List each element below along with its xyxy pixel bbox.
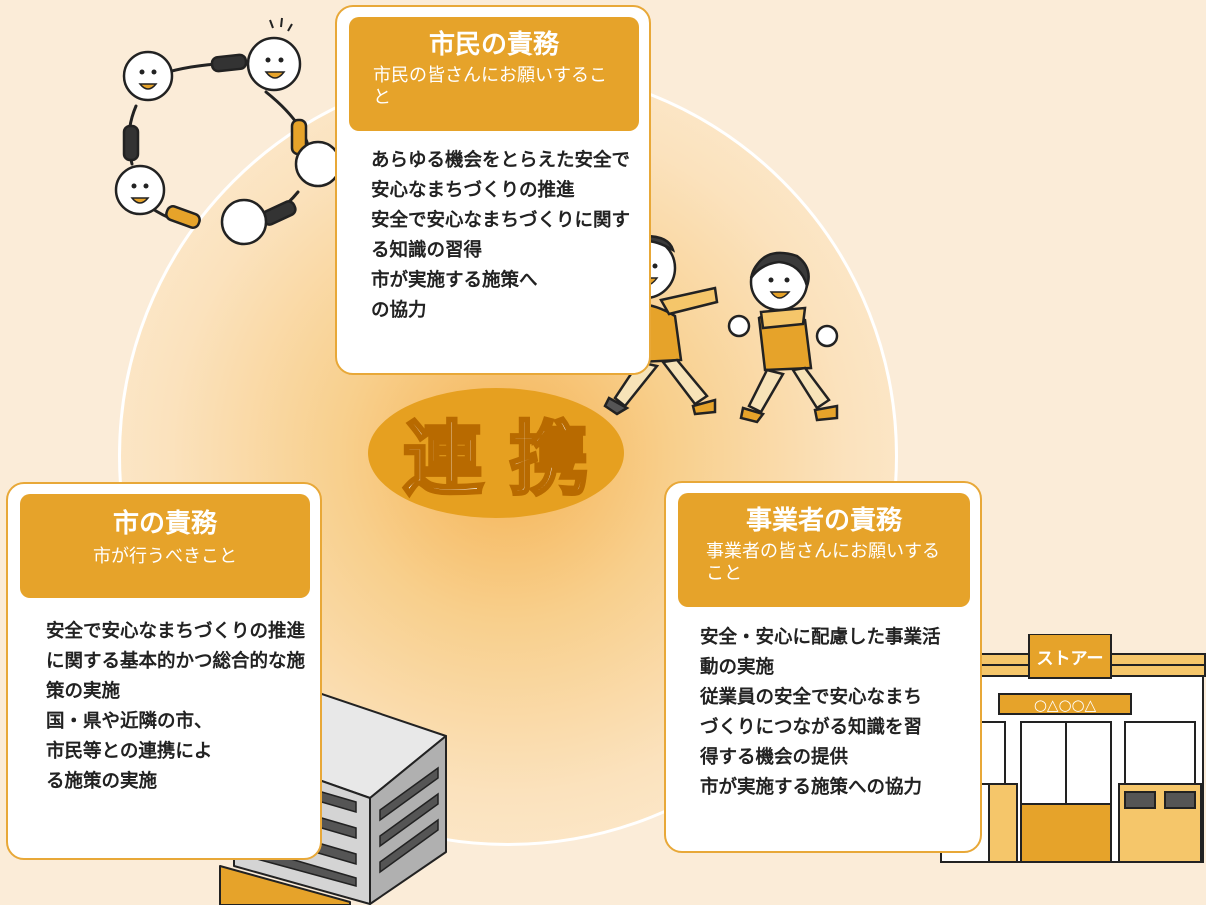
store-icon: ストアー ○△○○△ xyxy=(926,634,1206,863)
center-title: 連携 xyxy=(402,411,615,508)
city-duties-subtitle: 市が行うべきこと xyxy=(93,546,237,567)
store-name: ○△○○△ xyxy=(1034,696,1097,714)
list-item: 安全で安心なまちづくりに関する知識の習得 xyxy=(371,210,631,261)
city-duties-title: 市の責務 xyxy=(112,509,217,539)
city-duties-card: 市の責務 市が行うべきこと 安全で安心なまちづくりの推進に関する基本的かつ総合的… xyxy=(6,482,322,860)
list-item: 安全・安心に配慮した事業活動の実施 xyxy=(700,627,941,678)
center-oval xyxy=(368,388,624,518)
store-sign: ストアー xyxy=(1037,649,1104,669)
list-item: 市が実施する施策への協力 xyxy=(700,777,923,798)
citizen-duties-title: 市民の責務 xyxy=(428,30,559,60)
business-duties-header: 事業者の責務 事業者の皆さんにお願いすること xyxy=(678,493,970,607)
citizen-duties-card: 市民の責務 市民の皆さんにお願いすること あらゆる機会をとらえた安全で安心なまち… xyxy=(335,5,651,375)
business-duties-title: 事業者の責務 xyxy=(745,506,902,536)
list-item: 安全で安心なまちづくりの推進に関する基本的かつ総合的な施策の実施 xyxy=(46,621,306,702)
list-item: 国・県や近隣の市、市民等との連携による施策の実施 xyxy=(46,711,213,792)
citizen-duties-subtitle: 市民の皆さんにお願いすること xyxy=(373,65,607,108)
children-circle-icon xyxy=(114,17,342,246)
list-item: 従業員の安全で安心なまちづくりにつながる知識を習得する機会の提供 xyxy=(700,687,923,768)
business-duties-card: 事業者の責務 事業者の皆さんにお願いすること 安全・安心に配慮した事業活動の実施… xyxy=(664,481,982,853)
citizen-duties-list: あらゆる機会をとらえた安全で安心なまちづくりの推進 安全で安心なまちづくりに関す… xyxy=(371,146,647,326)
city-duties-header: 市の責務 市が行うべきこと xyxy=(20,494,310,598)
city-duties-list: 安全で安心なまちづくりの推進に関する基本的かつ総合的な施策の実施 国・県や近隣の… xyxy=(46,617,322,797)
business-duties-subtitle: 事業者の皆さんにお願いすること xyxy=(706,541,940,584)
business-duties-list: 安全・安心に配慮した事業活動の実施 従業員の安全で安心なまちづくりにつながる知識… xyxy=(700,623,980,803)
list-item: 市が実施する施策への協力 xyxy=(371,270,538,321)
list-item: あらゆる機会をとらえた安全で安心なまちづくりの推進 xyxy=(371,150,631,201)
citizen-duties-header: 市民の責務 市民の皆さんにお願いすること xyxy=(349,17,639,131)
